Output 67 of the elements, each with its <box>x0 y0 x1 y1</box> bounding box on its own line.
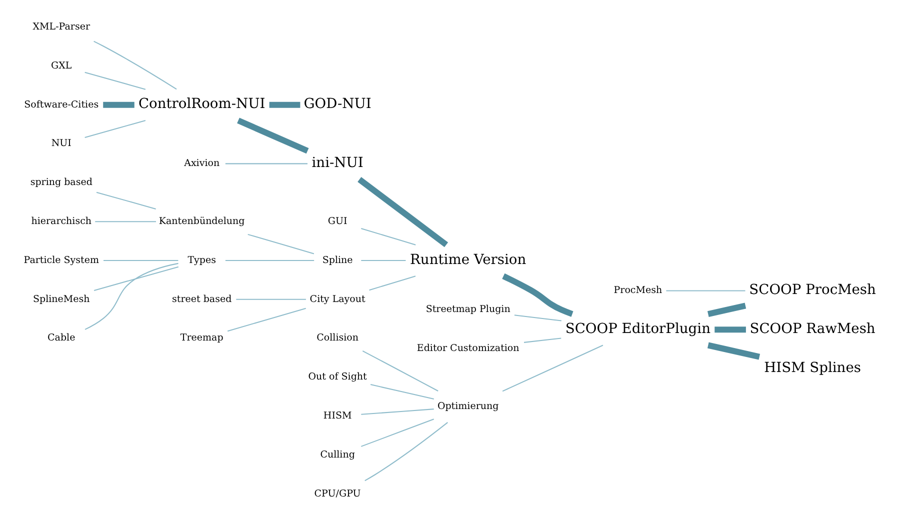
connector <box>95 221 156 222</box>
node-text: City Layout <box>310 294 366 305</box>
node-text: hierarchisch <box>31 216 92 228</box>
node-text: spring based <box>30 177 92 188</box>
node-text: Axivion <box>184 158 220 170</box>
connector <box>96 192 156 210</box>
connector <box>707 302 746 318</box>
connector <box>364 422 448 482</box>
node-text: Out of Sight <box>308 372 367 383</box>
connector <box>84 72 146 90</box>
node-text: SCOOP RawMesh <box>750 320 876 337</box>
node-text: GOD-NUI <box>304 96 372 112</box>
connector <box>94 40 177 90</box>
connector <box>248 234 314 254</box>
node-text: Types <box>188 254 216 266</box>
node-text: Spline <box>322 254 353 266</box>
connector <box>358 177 448 248</box>
node-text: Culling <box>320 449 355 460</box>
connector <box>84 262 178 330</box>
connector <box>237 118 309 154</box>
node-text: GXL <box>51 60 72 72</box>
node-text: ini-NUI <box>312 154 364 171</box>
connector <box>360 418 434 447</box>
node-text: SCOOP ProcMesh <box>749 282 876 298</box>
connector <box>502 273 574 317</box>
node-text: Cable <box>48 332 76 344</box>
node-text: street based <box>172 294 232 305</box>
connector <box>707 342 760 360</box>
node-text: NUI <box>51 138 72 150</box>
node-text: XML-Parser <box>32 22 90 33</box>
node-text: Editor Customization <box>416 343 520 354</box>
connector <box>362 350 438 392</box>
connector <box>361 228 416 246</box>
connector <box>225 260 314 262</box>
node-text: GUI <box>328 216 348 228</box>
connector <box>227 308 306 332</box>
connector <box>84 120 146 138</box>
connector <box>524 338 562 343</box>
connector <box>361 260 406 262</box>
connector <box>502 344 604 392</box>
connector <box>514 314 562 322</box>
node-text: ControlRoom-NUI <box>138 96 266 112</box>
connector <box>94 266 179 291</box>
node-text: Software-Cities <box>24 99 99 110</box>
node-text: Kantenbündelung <box>158 216 245 228</box>
node-text: Optimierung <box>437 401 499 412</box>
node-text: CPU/GPU <box>314 488 361 500</box>
connector <box>269 102 300 108</box>
connector <box>370 384 434 400</box>
connector <box>104 260 178 262</box>
node-text: ProcMesh <box>614 285 662 296</box>
connector <box>225 163 308 164</box>
node-text: Streetmap Plugin <box>426 304 510 316</box>
node-text: Treemap <box>180 332 224 344</box>
node-text: SplineMesh <box>33 294 90 305</box>
connector <box>361 408 434 415</box>
connector <box>103 102 134 108</box>
node-text: Collision <box>316 332 358 344</box>
node-text: HISM <box>323 410 352 422</box>
connector <box>369 276 416 291</box>
node-text: Runtime Version <box>410 252 526 268</box>
connector <box>666 290 746 292</box>
node-text: SCOOP EditorPlugin <box>565 320 710 337</box>
node-text: Particle System <box>24 254 99 266</box>
connector <box>236 298 306 300</box>
connector <box>714 326 746 333</box>
node-text: HISM Splines <box>764 360 862 376</box>
